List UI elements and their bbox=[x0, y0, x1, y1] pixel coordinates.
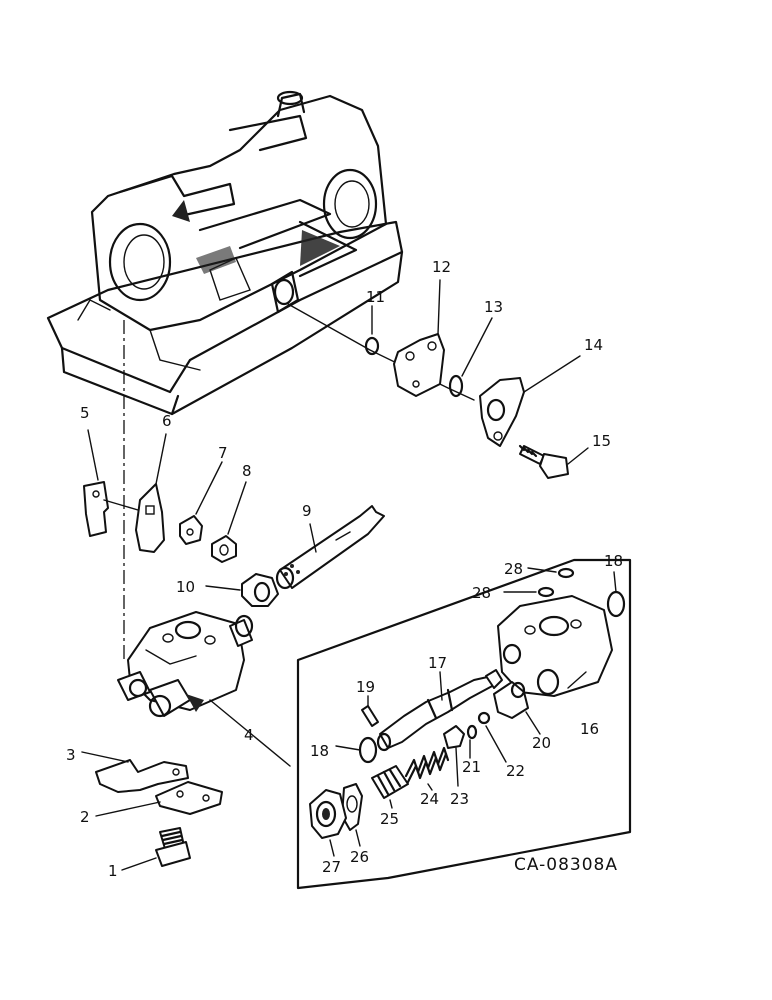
part-12-plate bbox=[393, 279, 445, 397]
callout-16: 16 bbox=[580, 720, 599, 738]
callout-12: 12 bbox=[432, 258, 451, 276]
callout-10: 10 bbox=[176, 578, 195, 596]
callout-9: 9 bbox=[302, 502, 312, 520]
part-11-o-ring bbox=[364, 336, 380, 356]
part-23-plug bbox=[443, 725, 465, 787]
callout-19: 19 bbox=[356, 678, 375, 696]
callout-13: 13 bbox=[484, 298, 503, 316]
inset-border bbox=[296, 558, 632, 890]
part-21-ring bbox=[466, 724, 478, 740]
part-2-plate bbox=[95, 781, 223, 817]
callout-28-upper: 28 bbox=[504, 560, 523, 578]
part-4-valve-assembly bbox=[117, 611, 291, 767]
part-5-bracket bbox=[83, 429, 109, 537]
part-28-o-ring-upper bbox=[557, 567, 575, 579]
callout-6: 6 bbox=[162, 412, 172, 430]
part-9-shaft bbox=[275, 505, 385, 590]
part-8-nut bbox=[211, 481, 247, 563]
part-13-o-ring bbox=[448, 374, 464, 398]
callout-25: 25 bbox=[380, 810, 399, 828]
callout-4: 4 bbox=[244, 726, 254, 744]
callout-22: 22 bbox=[506, 762, 525, 780]
callout-21: 21 bbox=[462, 758, 481, 776]
part-18-snap-ring-left bbox=[335, 736, 378, 764]
part-24-spring bbox=[404, 746, 450, 791]
callout-23: 23 bbox=[450, 790, 469, 808]
part-20-sleeve bbox=[493, 681, 541, 735]
hydraulic-housing bbox=[46, 90, 404, 416]
callout-20: 20 bbox=[532, 734, 551, 752]
part-10-nut bbox=[205, 573, 279, 607]
callout-26: 26 bbox=[350, 848, 369, 866]
callout-3: 3 bbox=[66, 746, 76, 764]
part-15-bolt bbox=[518, 444, 589, 479]
drawing-code: CA-08308A bbox=[514, 855, 618, 875]
callout-24: 24 bbox=[420, 790, 439, 808]
part-7-clip bbox=[179, 461, 223, 545]
callout-5: 5 bbox=[80, 404, 90, 422]
callout-27: 27 bbox=[322, 858, 341, 876]
part-3-bracket bbox=[81, 751, 189, 793]
callout-18-right: 18 bbox=[604, 552, 623, 570]
part-16-valve-body bbox=[497, 595, 613, 697]
callout-2: 2 bbox=[80, 808, 90, 826]
part-28-o-ring-lower bbox=[537, 586, 555, 598]
callout-1: 1 bbox=[108, 862, 118, 880]
part-27-cap bbox=[309, 789, 347, 857]
part-1-bolt bbox=[121, 827, 191, 871]
callout-labels: 1 2 3 4 5 6 7 8 9 10 11 12 13 14 15 16 1… bbox=[66, 258, 623, 880]
callout-7: 7 bbox=[218, 444, 228, 462]
callout-15: 15 bbox=[592, 432, 611, 450]
callout-17: 17 bbox=[428, 654, 447, 672]
part-17-spool bbox=[376, 669, 503, 752]
callout-14: 14 bbox=[584, 336, 603, 354]
part-19-pin bbox=[361, 695, 379, 727]
part-18-snap-ring-right bbox=[606, 571, 626, 618]
callout-11: 11 bbox=[366, 288, 385, 306]
part-22-ball bbox=[477, 711, 491, 725]
shaft-leader bbox=[287, 303, 475, 401]
part-14-lever bbox=[479, 355, 581, 447]
callout-18-left: 18 bbox=[310, 742, 329, 760]
callout-8: 8 bbox=[242, 462, 252, 480]
part-25-spring-sleeve bbox=[371, 765, 409, 809]
callout-28-lower: 28 bbox=[472, 584, 491, 602]
part-6-plate bbox=[103, 433, 167, 553]
